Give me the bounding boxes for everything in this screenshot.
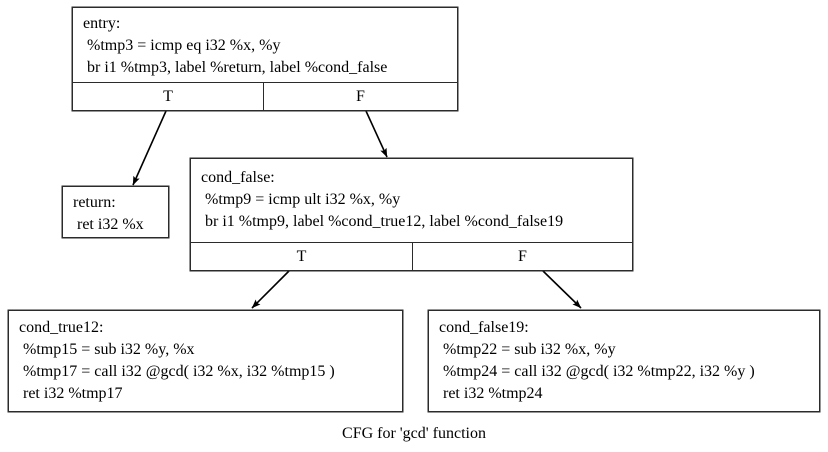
node-entry-body: entry: %tmp3 = icmp eq i32 %x, %y br i1 … [73, 8, 457, 85]
node-cond-false19-line-1: %tmp22 = sub i32 %x, %y [439, 341, 616, 358]
node-cond-true12[interactable]: cond_true12: %tmp15 = sub i32 %y, %x %tm… [8, 310, 403, 412]
node-cond-false[interactable]: cond_false: %tmp9 = icmp ult i32 %x, %y … [190, 158, 633, 271]
node-entry-line-2: br i1 %tmp3, label %return, label %cond_… [83, 59, 388, 76]
node-return-line-1: ret i32 %x [73, 216, 144, 233]
edge-cond-false-true-to-cond-true12 [251, 270, 290, 309]
node-entry[interactable]: entry: %tmp3 = icmp eq i32 %x, %y br i1 … [72, 7, 458, 111]
node-cond-false-port-false[interactable]: F [518, 247, 527, 265]
edge-cond-false-false-to-cond-false19 [542, 270, 582, 309]
node-cond-false-body: cond_false: %tmp9 = icmp ult i32 %x, %y … [191, 159, 632, 239]
node-entry-ports: T F [73, 82, 457, 110]
node-return-line-0: return: [73, 194, 116, 211]
node-cond-true12-body: cond_true12: %tmp15 = sub i32 %y, %x %tm… [9, 311, 402, 411]
node-cond-false19-line-3: ret i32 %tmp24 [439, 385, 543, 402]
node-return[interactable]: return: ret i32 %x [62, 186, 169, 238]
node-cond-true12-line-2: %tmp17 = call i32 @gcd( i32 %x, i32 %tmp… [19, 363, 335, 380]
edge-entry-true-to-return [132, 110, 167, 186]
node-cond-true12-line-1: %tmp15 = sub i32 %y, %x [19, 341, 195, 358]
node-return-body: return: ret i32 %x [63, 187, 168, 242]
node-cond-true12-line-3: ret i32 %tmp17 [19, 385, 123, 402]
node-cond-false-line-2: br i1 %tmp9, label %cond_true12, label %… [201, 213, 564, 230]
node-entry-line-1: %tmp3 = icmp eq i32 %x, %y [83, 37, 281, 54]
node-cond-false-ports: T F [191, 242, 632, 270]
node-entry-port-true[interactable]: T [73, 83, 264, 110]
node-cond-true12-line-0: cond_true12: [19, 319, 104, 336]
node-cond-false19-line-2: %tmp24 = call i32 @gcd( i32 %tmp22, i32 … [439, 363, 755, 380]
node-cond-false19-body: cond_false19: %tmp22 = sub i32 %x, %y %t… [429, 311, 819, 411]
node-entry-line-0: entry: [83, 15, 121, 32]
diagram-caption: CFG for 'gcd' function [342, 425, 486, 442]
edge-entry-false-to-cond-false [365, 110, 388, 158]
node-cond-false19[interactable]: cond_false19: %tmp22 = sub i32 %x, %y %t… [428, 310, 820, 412]
node-cond-false-line-0: cond_false: [201, 169, 275, 186]
node-cond-false-port-true[interactable]: T [191, 243, 413, 270]
node-cond-false19-line-0: cond_false19: [439, 319, 529, 336]
node-cond-false-line-1: %tmp9 = icmp ult i32 %x, %y [201, 191, 401, 208]
node-entry-port-false[interactable]: F [356, 87, 365, 105]
